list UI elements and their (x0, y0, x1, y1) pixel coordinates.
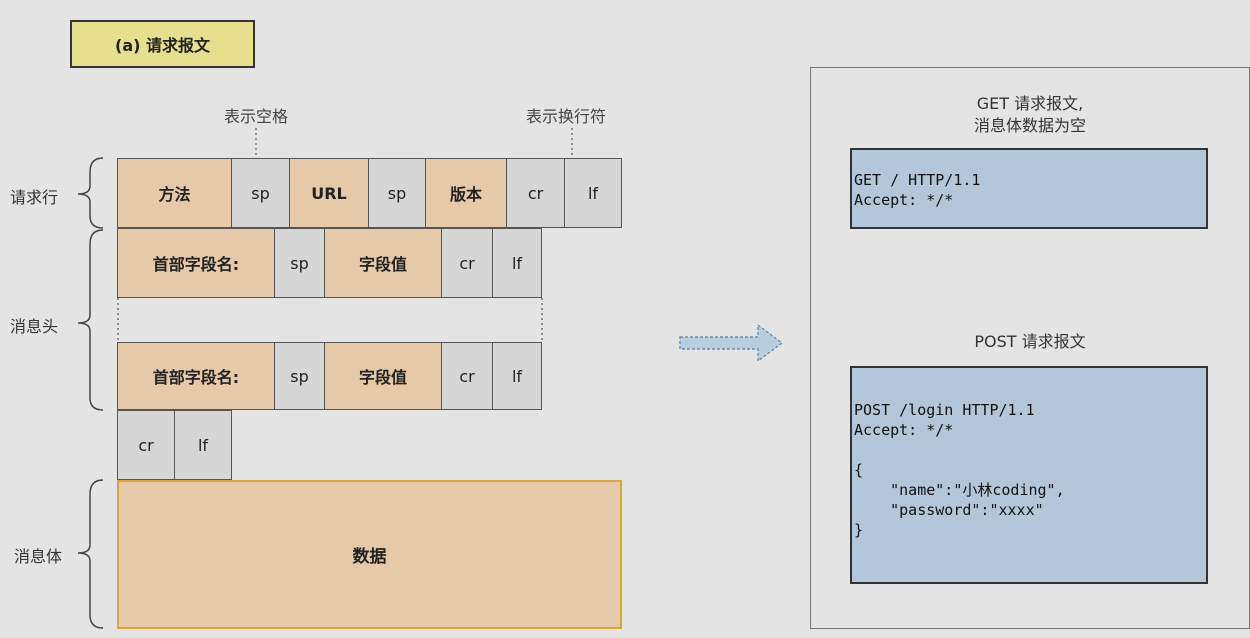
field-method: 方法 (117, 158, 232, 228)
get-caption-line2: 消息体数据为空 (973, 116, 1086, 135)
field-version: 版本 (425, 158, 507, 228)
label-headers: 消息头 (10, 317, 59, 336)
request-line-bracket (77, 157, 104, 229)
post-caption: POST 请求报文 (974, 332, 1086, 351)
field-header-value: 字段值 (324, 228, 442, 298)
field-body-data: 数据 (117, 480, 622, 629)
diagram-title: (a) 请求报文 (70, 20, 255, 68)
get-request-code: GET / HTTP/1.1 Accept: */* (850, 148, 1208, 229)
headers-bracket (77, 229, 104, 411)
arrow-icon (679, 323, 784, 363)
body-bracket (77, 479, 104, 629)
label-request-line: 请求行 (10, 188, 59, 207)
field-header-name: 首部字段名: (117, 228, 275, 298)
get-caption-line1: GET 请求报文, (976, 94, 1084, 113)
label-body: 消息体 (14, 547, 63, 566)
field-header-name: 首部字段名: (117, 342, 275, 410)
field-cr: cr (117, 410, 175, 480)
field-sp: sp (231, 158, 290, 228)
field-cr: cr (506, 158, 565, 228)
field-sp: sp (274, 228, 325, 298)
field-sp: sp (274, 342, 325, 410)
field-sp: sp (368, 158, 426, 228)
field-lf: lf (564, 158, 622, 228)
field-lf: lf (492, 228, 542, 298)
sp-annotation: 表示空格 (224, 107, 289, 126)
field-url: URL (289, 158, 369, 228)
post-request-code: POST /login HTTP/1.1 Accept: */* { "name… (850, 366, 1208, 584)
field-header-value: 字段值 (324, 342, 442, 410)
field-lf: lf (492, 342, 542, 410)
field-cr: cr (441, 342, 493, 410)
field-lf: lf (174, 410, 232, 480)
examples-panel: GET 请求报文, 消息体数据为空 GET / HTTP/1.1 Accept:… (810, 67, 1250, 629)
crlf-annotation: 表示换行符 (526, 107, 607, 126)
field-cr: cr (441, 228, 493, 298)
